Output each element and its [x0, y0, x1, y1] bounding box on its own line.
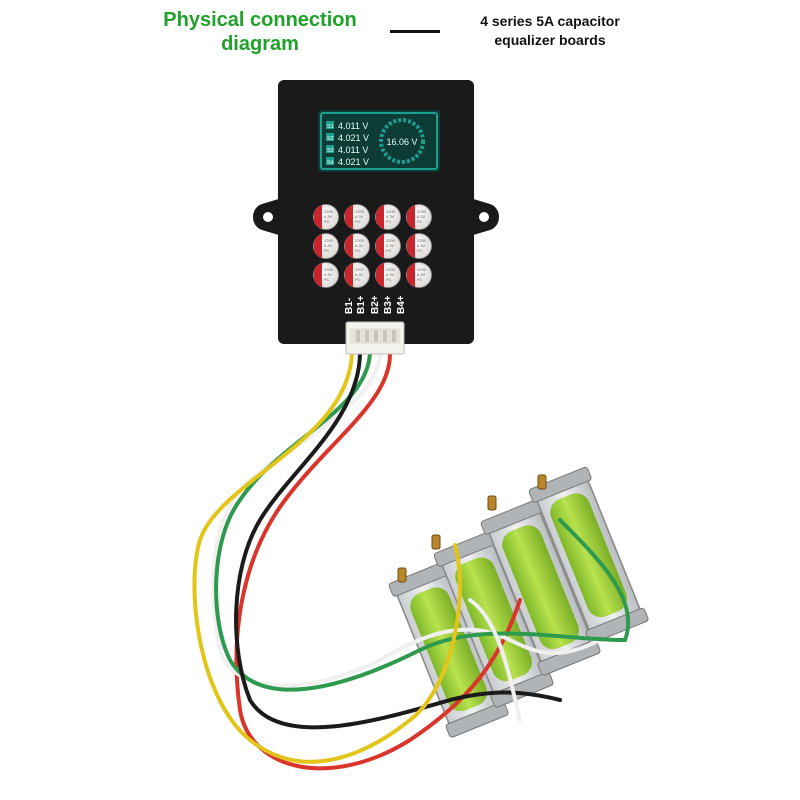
- balance-connector: [345, 321, 405, 355]
- capacitor-1-label-2: 6.3V: [324, 214, 333, 219]
- cell-tag-3: S3: [327, 148, 334, 154]
- diagram-title: Physical connection diagram: [150, 8, 370, 56]
- capacitor-2-label-2: 6.3V: [355, 214, 364, 219]
- wire-green-2: [558, 518, 631, 642]
- product-name-line1: 4 series 5A capacitor: [480, 13, 620, 29]
- product-name: 4 series 5A capacitor equalizer boards: [455, 12, 645, 50]
- capacitor-6-label-2: 6.3V: [355, 243, 364, 248]
- capacitor-2-label-3: PC: [355, 219, 361, 224]
- pin-label-1: B1-: [344, 298, 355, 314]
- capacitor-5-label-2: 6.3V: [324, 243, 333, 248]
- capacitor-2-label-1: 2200: [355, 209, 365, 214]
- lcd-cell-row-2: S2 4.021 V: [326, 133, 369, 143]
- wire-black: [234, 350, 562, 730]
- capacitor-4-label-3: PC: [417, 219, 423, 224]
- capacitor-grid: 22006.3VPC22006.3VPC22006.3VPC22006.3VPC…: [313, 204, 432, 288]
- capacitor-3-label-3: PC: [386, 219, 392, 224]
- wire-yellow: [192, 350, 462, 764]
- lcd-cell-row-1: S1 4.011 V: [326, 121, 368, 131]
- capacitor-4-label-2: 6.3V: [417, 214, 426, 219]
- capacitor-6-label-3: PC: [355, 248, 361, 253]
- product-name-line2: equalizer boards: [494, 32, 606, 48]
- capacitor-10-label-1: 2200: [355, 267, 365, 272]
- capacitor-9-label-2: 6.3V: [324, 272, 333, 277]
- battery-pack: [388, 466, 649, 738]
- pin-label-2: B1+: [356, 295, 367, 314]
- cell-voltage-1: 4.011 V: [338, 121, 368, 131]
- cell-tag-1: S1: [327, 124, 334, 130]
- cell-voltage-4: 4.021 V: [338, 157, 369, 167]
- diagram-title-line1: Physical connection: [163, 9, 357, 31]
- cell-voltage-2: 4.021 V: [338, 133, 369, 143]
- battery-cell-2: [433, 530, 554, 708]
- pin-labels: B1-B1+B2+B3+B4+: [344, 295, 407, 314]
- capacitor-7-label-3: PC: [386, 248, 392, 253]
- wire-white-2: [468, 598, 522, 722]
- capacitor-12-label-2: 6.3V: [417, 272, 426, 277]
- capacitor-11-label-1: 2200: [386, 267, 396, 272]
- equalizer-board: S1 4.011 V S2 4.021 V S3 4.011 V S4 4.02…: [253, 80, 499, 355]
- capacitor-7-label-2: 6.3V: [386, 243, 395, 248]
- capacitor-9-label-3: PC: [324, 277, 330, 282]
- capacitor-8-label-2: 6.3V: [417, 243, 426, 248]
- title-divider: [390, 30, 440, 33]
- capacitor-5-label-1: 2200: [324, 238, 334, 243]
- capacitor-9-label-1: 2200: [324, 267, 334, 272]
- lcd-display: S1 4.011 V S2 4.021 V S3 4.011 V S4 4.02…: [318, 110, 440, 172]
- capacitor-10-label-3: PC: [355, 277, 361, 282]
- wire-harness: [192, 350, 631, 771]
- capacitor-8-label-1: 2200: [417, 238, 427, 243]
- capacitor-6-label-1: 2200: [355, 238, 365, 243]
- total-voltage: 16.06 V: [386, 137, 417, 147]
- pin-label-5: B4+: [396, 295, 407, 314]
- cell-tag-2: S2: [327, 136, 334, 142]
- lcd-cell-row-3: S3 4.011 V: [326, 145, 368, 155]
- pin-label-3: B2+: [370, 295, 381, 314]
- diagram-title-line2: diagram: [221, 33, 299, 55]
- lcd-cell-row-4: S4 4.021 V: [326, 157, 369, 167]
- capacitor-11-label-3: PC: [386, 277, 392, 282]
- cell-tag-4: S4: [327, 160, 334, 166]
- capacitor-1-label-1: 2200: [324, 209, 334, 214]
- capacitor-4-label-1: 2200: [417, 209, 427, 214]
- cell-voltage-3: 4.011 V: [338, 145, 368, 155]
- capacitor-1-label-3: PC: [324, 219, 330, 224]
- capacitor-7-label-1: 2200: [386, 238, 396, 243]
- capacitor-11-label-2: 6.3V: [386, 272, 395, 277]
- pin-label-4: B3+: [383, 295, 394, 314]
- capacitor-12-label-1: 2200: [417, 267, 427, 272]
- battery-cell-1: [388, 560, 509, 738]
- capacitor-10-label-2: 6.3V: [355, 272, 364, 277]
- wire-red: [234, 350, 522, 771]
- total-voltage-gauge: [379, 118, 425, 164]
- battery-cell-3: [480, 498, 601, 676]
- capacitor-12-label-3: PC: [417, 277, 423, 282]
- capacitor-3-label-1: 2200: [386, 209, 396, 214]
- capacitor-5-label-3: PC: [324, 248, 330, 253]
- capacitor-3-label-2: 6.3V: [386, 214, 395, 219]
- terminal-posts: [397, 474, 547, 583]
- capacitor-8-label-3: PC: [417, 248, 423, 253]
